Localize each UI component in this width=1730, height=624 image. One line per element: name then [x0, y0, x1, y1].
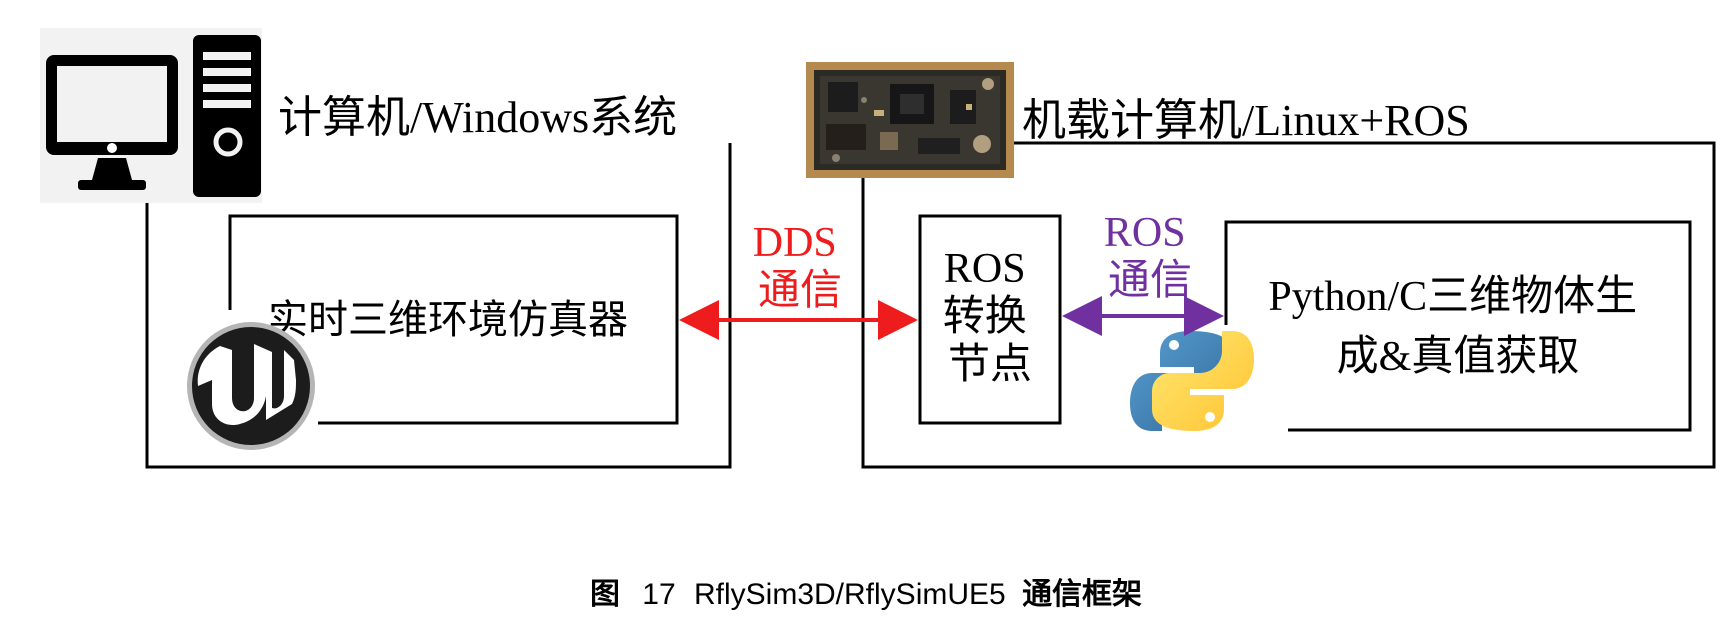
- embedded-board-icon: [806, 62, 1014, 178]
- ros-link: ROS 通信: [1062, 210, 1224, 336]
- caption-prefix: 图: [590, 578, 620, 611]
- dds-link-line-1: DDS: [753, 220, 837, 266]
- simulator-box: [228, 214, 679, 425]
- figure-caption: 图 17 RflySim3D/RflySimUE5 通信框架: [590, 578, 1142, 611]
- caption-name: RflySim3D/RflySimUE5: [694, 578, 1006, 611]
- ros-link-line-2: 通信: [1108, 258, 1192, 304]
- unreal-engine-logo: [187, 322, 315, 450]
- caption-number: 17: [642, 578, 675, 611]
- ros-node-line-2: 转换: [943, 294, 1027, 340]
- python-box-line-2: 成&真值获取: [1337, 334, 1580, 380]
- onboard-system-title: 机载计算机/Linux+ROS: [1022, 96, 1470, 145]
- dds-link: DDS 通信: [679, 220, 918, 340]
- dds-link-label: DDS 通信: [753, 220, 848, 314]
- dds-link-line-2: 通信: [758, 268, 842, 314]
- ros-node-line-1: ROS: [944, 246, 1026, 292]
- caption-suffix: 通信框架: [1022, 578, 1142, 611]
- python-box-line-1: Python/C三维物体生: [1268, 274, 1637, 320]
- windows-system-title: 计算机/Windows系统: [278, 93, 677, 142]
- ros-node-label: ROS 转换 节点: [943, 246, 1038, 388]
- ros-node-line-3: 节点: [948, 342, 1032, 388]
- desktop-computer-icon: [40, 28, 262, 203]
- python-box: [1224, 220, 1692, 432]
- ros-link-line-1: ROS: [1104, 210, 1186, 256]
- simulator-label: 实时三维环境仿真器: [268, 297, 628, 343]
- ros-node-box: [918, 214, 1062, 425]
- ros-link-label: ROS 通信: [1104, 210, 1196, 304]
- python-logo: [1130, 331, 1254, 431]
- python-box-label: Python/C三维物体生 成&真值获取: [1268, 274, 1647, 380]
- onboard-system-box: [861, 141, 1716, 469]
